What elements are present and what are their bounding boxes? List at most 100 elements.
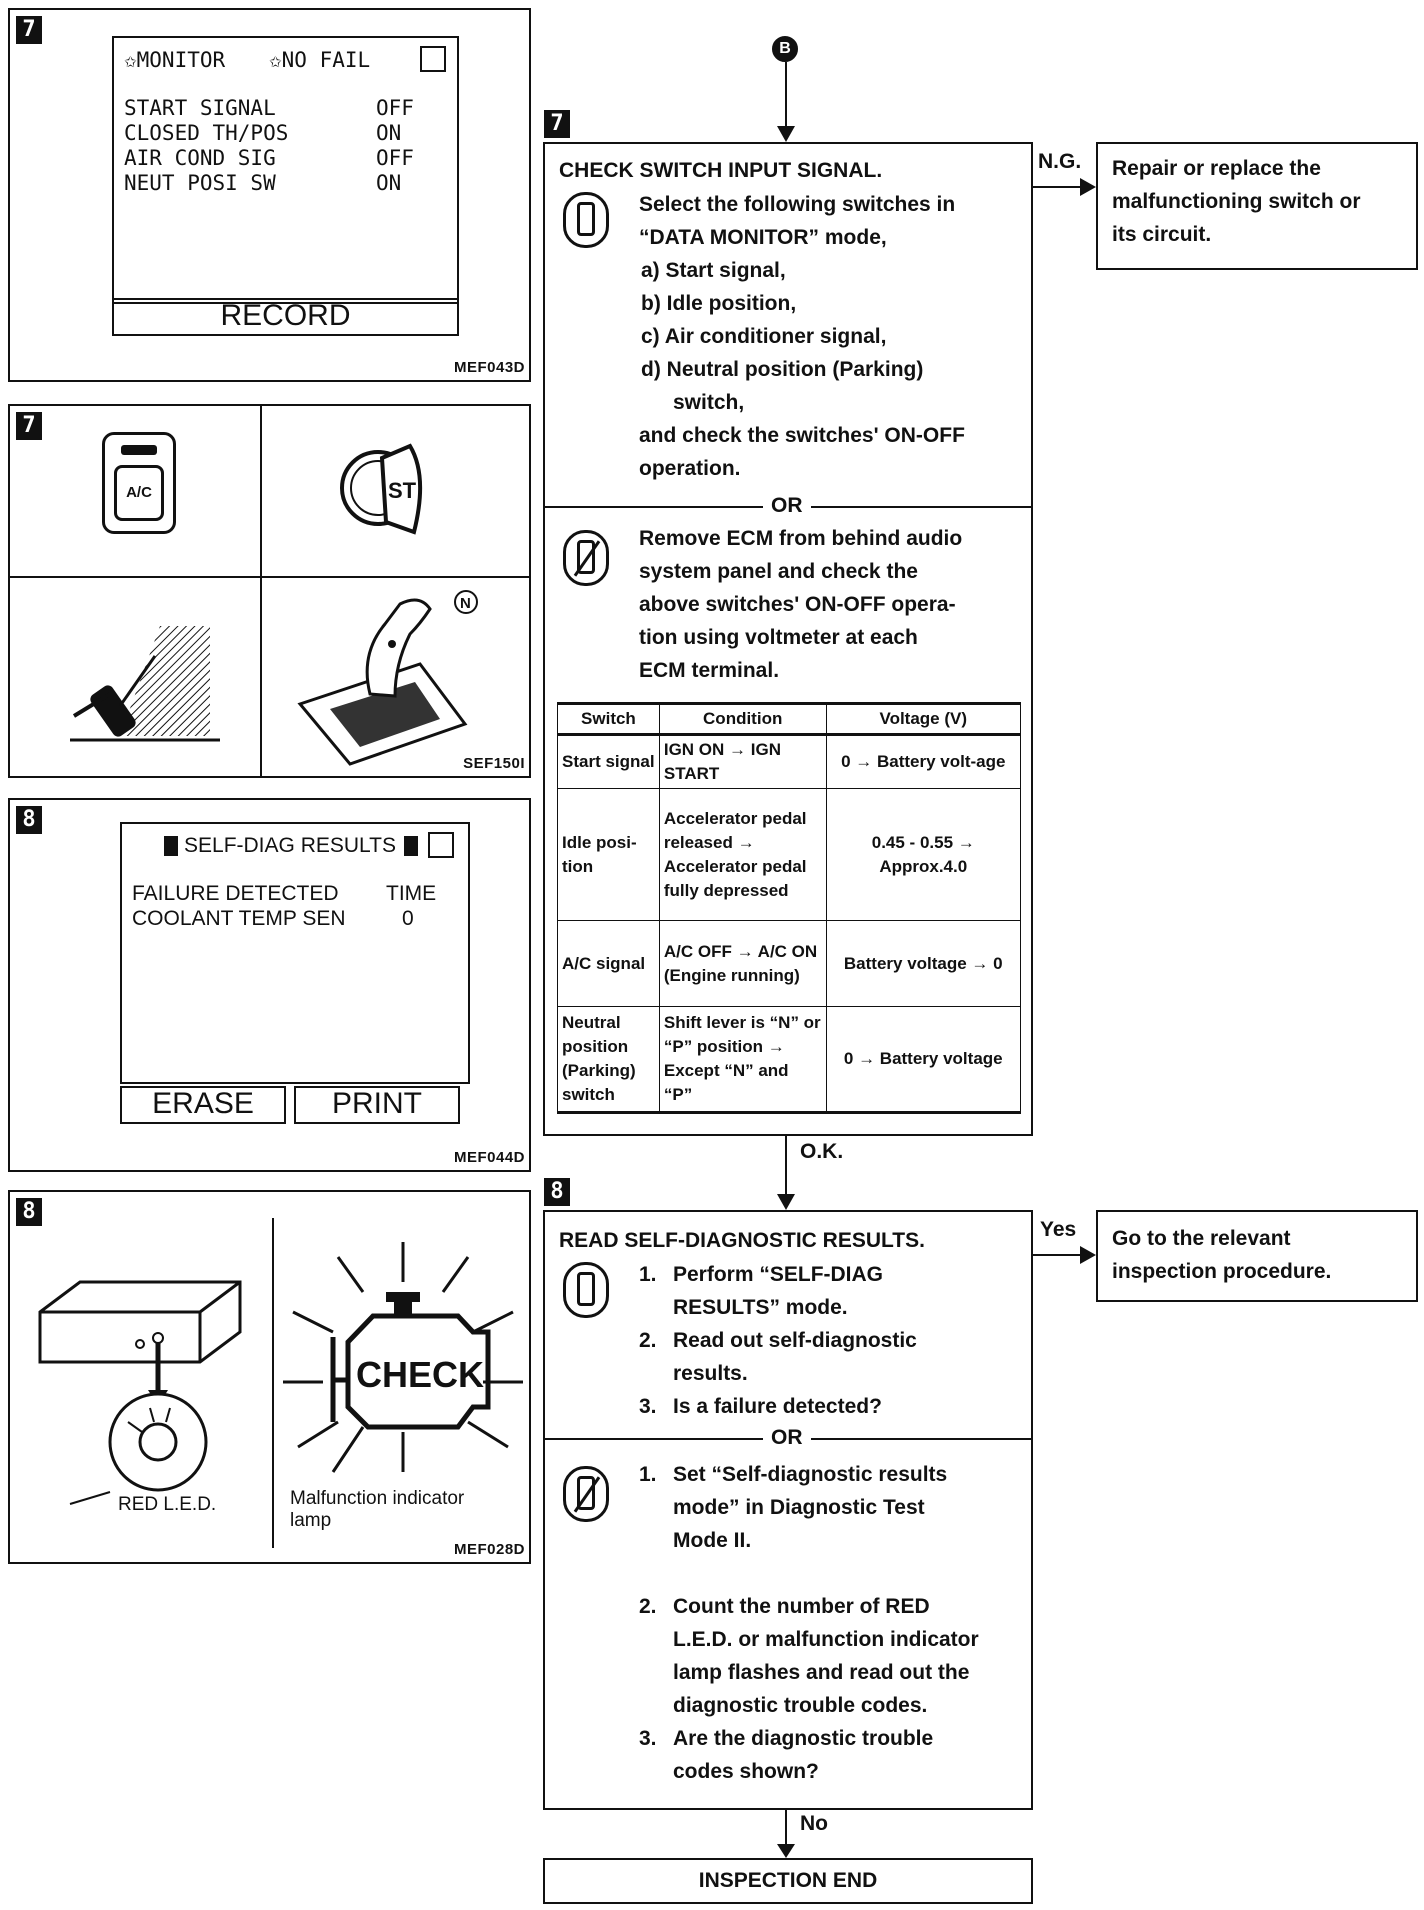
ac-label: A/C (114, 465, 164, 521)
table-cell: Start signal (557, 734, 660, 789)
header-block-icon (164, 836, 178, 856)
item-text: Count the number of RED (673, 1595, 930, 1618)
step-badge: 7 (544, 110, 570, 138)
screen-header: SELF-DIAG RESULTS (184, 834, 396, 857)
red-led-label: RED L.E.D. (118, 1494, 217, 1515)
consult-tool-icon (563, 192, 609, 248)
switch-voltage-table: Switch Condition Voltage (V) Start signa… (557, 702, 1022, 1114)
item-text: L.E.D. or malfunction indicator (673, 1628, 979, 1651)
consult-tool-icon (563, 1262, 609, 1318)
table-cell: 0.45 - 0.55 → Approx.4.0 (825, 788, 1022, 921)
checkbox-icon[interactable] (428, 832, 454, 858)
repair-box: Repair or replace the malfunctioning swi… (1096, 142, 1418, 270)
shift-lever-icon: N (297, 590, 478, 766)
item-text: Set “Self-diagnostic results (673, 1463, 948, 1486)
no-label: No (800, 1812, 828, 1835)
table-cell: Neutral position (Parking) switch (557, 1006, 660, 1113)
step-badge: 8 (16, 806, 42, 834)
table-row: Start signal IGN ON → IGN START 0 → Batt… (557, 734, 1022, 789)
item-text: RESULTS” mode. (673, 1296, 848, 1319)
item-text: mode” in Diagnostic Test (673, 1496, 925, 1519)
consult-screen: SELF-DIAG RESULTS FAILURE DETECTED TIME … (120, 822, 470, 1084)
item-text: Are the diagnostic trouble (673, 1727, 934, 1750)
relevant-procedure-box: Go to the relevant inspection procedure. (1096, 1210, 1418, 1302)
print-button[interactable]: PRINT (294, 1086, 460, 1124)
figure-ref: MEF028D (453, 1541, 525, 1558)
row-label: AIR COND SIG (124, 146, 276, 170)
table-row: A/C signal A/C OFF → A/C ON (Engine runn… (557, 920, 1022, 1007)
item-text: lamp flashes and read out the (673, 1661, 970, 1684)
table-cell: Idle posi-tion (557, 788, 660, 921)
row-value: OFF (376, 96, 414, 120)
item-text: Mode II. (673, 1529, 752, 1552)
item-text: Read out self-diagnostic (673, 1329, 917, 1352)
table-header: Switch (557, 703, 660, 736)
switch-illustration-panel: 7 A/C ST N SEF150I (8, 404, 531, 778)
item-text: Perform “SELF-DIAG (673, 1263, 884, 1286)
row-label: NEUT POSI SW (124, 171, 276, 195)
no-fail-header: ✩NO FAIL (269, 48, 371, 72)
row-label: CLOSED TH/POS (124, 121, 289, 145)
or-divider: OR (763, 1426, 811, 1450)
figure-ref: MEF043D (453, 359, 525, 376)
header-block-icon (404, 836, 418, 856)
malfunction-lamp-panel: 8 RED L.E.D. (8, 1190, 531, 1564)
step-title: CHECK SWITCH INPUT SIGNAL. (559, 159, 883, 182)
table-row: Idle posi-tion Accelerator pedal release… (557, 788, 1022, 921)
record-button[interactable]: RECORD (112, 298, 459, 336)
erase-button[interactable]: ERASE (120, 1086, 286, 1124)
ac-switch-icon: A/C (102, 432, 176, 534)
figure-ref: MEF044D (453, 1149, 525, 1166)
table-cell: A/C OFF → A/C ON (Engine running) (658, 920, 827, 1007)
item-text: codes shown? (673, 1760, 819, 1783)
data-monitor-panel: 7 ✩MONITOR ✩NO FAIL START SIGNAL OFF CLO… (8, 8, 531, 382)
lamp-label: lamp (290, 1510, 332, 1531)
column-header: FAILURE DETECTED (132, 882, 339, 905)
row-label: START SIGNAL (124, 96, 276, 120)
item-number: 3. (639, 1395, 657, 1418)
figure-ref: SEF150I (463, 755, 525, 772)
item-text: results. (673, 1362, 748, 1385)
check-engine-lamp-icon: CHECK (283, 1242, 523, 1473)
self-diag-panel: 8 SELF-DIAG RESULTS FAILURE DETECTED TIM… (8, 798, 531, 1172)
table-cell: 0 → Battery voltage (825, 1006, 1022, 1113)
item-number: 2. (639, 1329, 657, 1352)
step-badge: 8 (16, 1198, 42, 1226)
table-cell: IGN ON → IGN START (658, 734, 827, 789)
ignition-key-icon: ST (340, 443, 423, 535)
item-number: 1. (639, 1263, 657, 1286)
inspection-end-box: INSPECTION END (543, 1858, 1033, 1904)
row-value: ON (376, 171, 402, 195)
yes-label: Yes (1040, 1218, 1077, 1241)
item-number: 3. (639, 1727, 657, 1750)
n-label: N (460, 595, 471, 612)
entry-marker: B (772, 36, 798, 62)
no-tools-icon (563, 530, 609, 586)
step-badge: 7 (16, 412, 42, 440)
table-cell: A/C signal (557, 920, 660, 1007)
table-cell: Accelerator pedal released → Accelerator… (658, 788, 827, 921)
consult-screen: ✩MONITOR ✩NO FAIL START SIGNAL OFF CLOSE… (112, 36, 459, 304)
no-tools-icon (563, 1466, 609, 1522)
monitor-header: ✩MONITOR (124, 48, 226, 72)
end-label: INSPECTION END (698, 1869, 878, 1892)
consult-instructions: Select the following switches in “DATA M… (639, 193, 965, 480)
column-header: TIME (386, 882, 437, 905)
result-time: 0 (402, 907, 414, 930)
step-title: READ SELF-DIAGNOSTIC RESULTS. (559, 1229, 925, 1252)
checkbox-icon[interactable] (420, 46, 446, 72)
step-badge: 7 (16, 16, 42, 44)
table-cell: Battery voltage → 0 (825, 920, 1022, 1007)
lamp-label: Malfunction indicator (290, 1488, 465, 1509)
ng-label: N.G. (1038, 150, 1082, 173)
item-number: 1. (639, 1463, 657, 1486)
table-header: Voltage (V) (825, 703, 1022, 736)
row-value: OFF (376, 146, 414, 170)
item-text: Is a failure detected? (673, 1395, 882, 1418)
st-label: ST (388, 478, 417, 503)
step8-box: READ SELF-DIAGNOSTIC RESULTS. 1. Perform… (543, 1210, 1033, 1810)
table-row: Neutral position (Parking) switch Shift … (557, 1006, 1022, 1113)
ecm-led-icon (38, 1280, 242, 1505)
check-label: CHECK (356, 1354, 484, 1395)
table-cell: Shift lever is “N” or “P” position → Exc… (658, 1006, 827, 1113)
